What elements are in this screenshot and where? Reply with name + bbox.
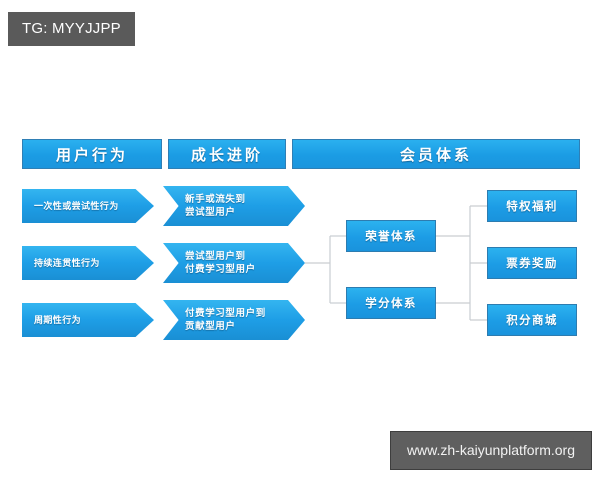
growth-chevron-3[interactable]: 付费学习型用户到 贡献型用户 xyxy=(163,300,305,340)
node-credit-system[interactable]: 学分体系 xyxy=(346,287,436,319)
header-growth-stage: 成长进阶 xyxy=(168,139,286,169)
node-honor-system-label: 荣誉体系 xyxy=(365,231,417,243)
node-honor-system[interactable]: 荣誉体系 xyxy=(346,220,436,252)
behavior-chevron-2-label: 持续连贯性行为 xyxy=(34,257,100,268)
site-watermark: www.zh-kaiyunplatform.org xyxy=(389,431,592,470)
node-points-mall[interactable]: 积分商城 xyxy=(487,304,577,336)
telegram-watermark: TG: MYYJJPP xyxy=(8,12,135,46)
growth-chevron-2-line1: 尝试型用户到 xyxy=(185,251,246,262)
behavior-chevron-3[interactable]: 周期性行为 xyxy=(22,303,154,337)
growth-chevron-1-line1: 新手或流失到 xyxy=(185,194,246,205)
behavior-chevron-3-label: 周期性行为 xyxy=(34,314,82,325)
header-growth-stage-label: 成长进阶 xyxy=(190,146,263,164)
node-coupon-rewards[interactable]: 票券奖励 xyxy=(487,247,577,279)
growth-chevron-2[interactable]: 尝试型用户到 付费学习型用户 xyxy=(163,243,305,283)
node-coupon-rewards-label: 票券奖励 xyxy=(506,258,558,270)
node-privilege-benefits-label: 特权福利 xyxy=(506,201,558,213)
header-member-system: 会员体系 xyxy=(292,139,580,169)
behavior-chevron-1-label: 一次性或尝试性行为 xyxy=(34,200,119,211)
node-privilege-benefits[interactable]: 特权福利 xyxy=(487,190,577,222)
node-credit-system-label: 学分体系 xyxy=(365,298,417,310)
growth-chevron-3-line1: 付费学习型用户到 xyxy=(185,308,266,319)
behavior-chevron-1[interactable]: 一次性或尝试性行为 xyxy=(22,189,154,223)
growth-chevron-1[interactable]: 新手或流失到 尝试型用户 xyxy=(163,186,305,226)
growth-chevron-2-line2: 付费学习型用户 xyxy=(185,264,256,275)
header-user-behavior-label: 用户行为 xyxy=(55,146,128,164)
header-member-system-label: 会员体系 xyxy=(399,146,472,164)
header-user-behavior: 用户行为 xyxy=(22,139,162,169)
behavior-chevron-2[interactable]: 持续连贯性行为 xyxy=(22,246,154,280)
node-points-mall-label: 积分商城 xyxy=(506,315,558,327)
growth-chevron-3-line2: 贡献型用户 xyxy=(185,321,236,332)
growth-chevron-1-line2: 尝试型用户 xyxy=(185,207,236,218)
